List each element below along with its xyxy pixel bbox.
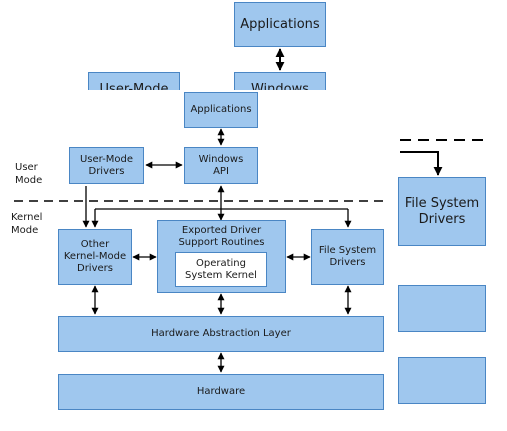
background-file-system-drivers-label: File System Drivers [404, 195, 480, 227]
windows-api-box: Windows API [184, 147, 258, 184]
hardware-abstraction-layer-box: Hardware Abstraction Layer [58, 316, 384, 352]
windows-api-label: Windows API [198, 153, 244, 177]
hardware-box: Hardware [58, 374, 384, 410]
other-kernel-mode-drivers-box: Other Kernel-Mode Drivers [58, 229, 132, 285]
user-mode-drivers-label: User-Mode Drivers [79, 153, 133, 177]
kernel-mode-label: Kernel Mode [11, 212, 43, 236]
background-hal-box-fragment [398, 285, 486, 332]
exported-driver-support-routines-label: Exported Driver Support Routines [178, 225, 265, 248]
other-kernel-mode-drivers-label: Other Kernel-Mode Drivers [63, 239, 127, 274]
file-system-drivers-label: File System Drivers [318, 245, 377, 268]
applications-label: Applications [190, 104, 252, 115]
applications-box: Applications [184, 92, 258, 128]
operating-system-kernel-box: Operating System Kernel [175, 252, 267, 287]
hardware-abstraction-layer-label: Hardware Abstraction Layer [151, 328, 291, 339]
background-file-system-connector [400, 151, 443, 176]
background-applications-box: Applications [234, 2, 326, 47]
hardware-label: Hardware [196, 386, 246, 397]
operating-system-kernel-label: Operating System Kernel [185, 257, 257, 281]
background-hardware-box-fragment [398, 357, 486, 404]
overlay-mask-right [398, 90, 507, 128]
background-file-system-drivers-box: File System Drivers [398, 177, 486, 246]
user-mode-drivers-box: User-Mode Drivers [69, 147, 144, 184]
user-mode-label: User Mode [15, 162, 43, 186]
background-applications-label: Applications [240, 16, 320, 32]
file-system-drivers-box: File System Drivers [311, 229, 384, 285]
